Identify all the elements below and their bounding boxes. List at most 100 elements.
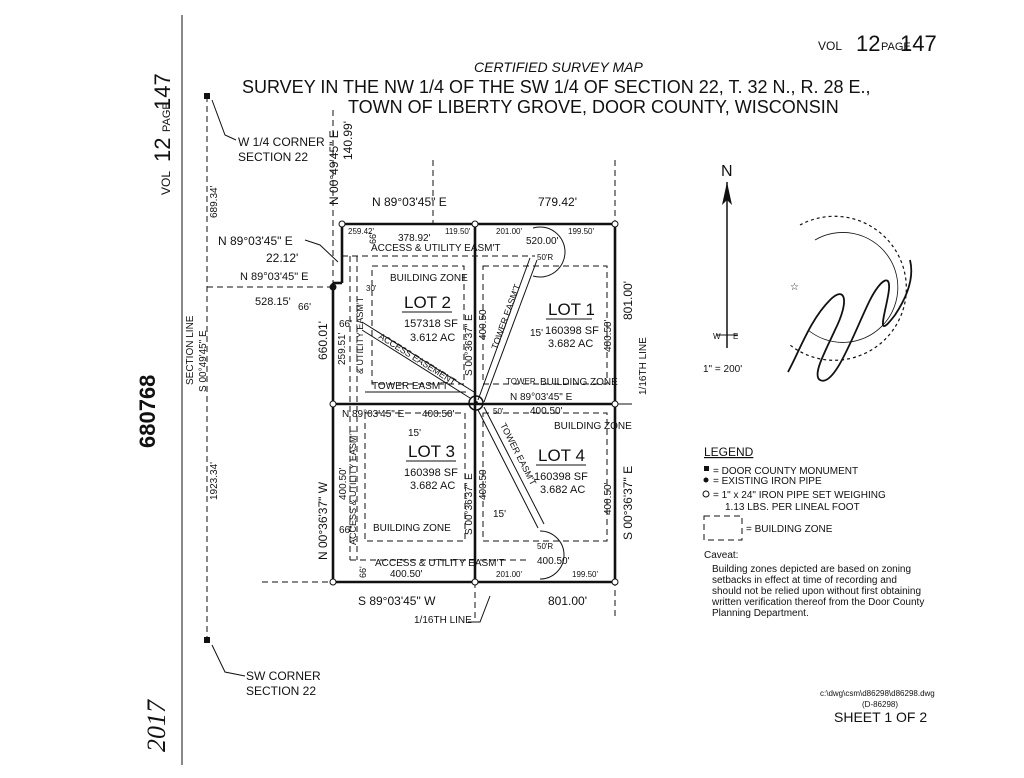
- dim-259-51: 259.51': [337, 332, 348, 365]
- tower-marker-inner: [474, 401, 478, 405]
- dim-50r-bottom: 50'R: [537, 542, 553, 551]
- iron-pipe-w-mid: [329, 400, 337, 408]
- caveat-line-4: written verification thereof from the Do…: [711, 597, 924, 608]
- lot-3-block: LOT 3 160398 SF 3.682 AC: [404, 442, 458, 492]
- building-zone-label-lot3: BUILDING ZONE: [373, 523, 451, 534]
- dim-50r-top: 50'R: [537, 253, 553, 262]
- dim-400-50-bottom-right: 400.50': [537, 556, 570, 567]
- dim-66-south: 66': [358, 566, 368, 578]
- sw-corner-label-1: SW CORNER: [246, 669, 321, 683]
- dim-66-west-b: 66': [339, 525, 352, 536]
- legend-building-zone-symbol: [703, 515, 743, 541]
- section-dist-upper: 689.34': [209, 185, 220, 218]
- section-line-label: SECTION LINE: [185, 315, 196, 385]
- lot-area-sf: 160398 SF: [545, 325, 599, 337]
- label-utility-west: & UTILITY EASM'T: [355, 296, 365, 374]
- mid-ns-bearing-lower: S 00°36'37" E: [464, 473, 475, 535]
- lot-1-block: LOT 1 160398 SF 3.682 AC: [545, 300, 599, 350]
- offset-leader: [304, 239, 339, 263]
- lot-name: LOT 1: [548, 300, 595, 319]
- tower-easement-ne-a: [477, 257, 531, 401]
- scale-label: 1" = 200': [703, 364, 742, 375]
- margin-page-number: 147: [150, 73, 175, 110]
- lot-name: LOT 3: [408, 442, 455, 461]
- sheet-number: SHEET 1 OF 2: [834, 709, 927, 725]
- dim-15-lot3: 15': [408, 428, 421, 439]
- access-easement-diag-a: [361, 329, 471, 399]
- legend-new-pipe-symbol: [702, 490, 710, 498]
- dim-15-lot4: 15': [493, 509, 506, 520]
- lot-area-ac: 3.612 AC: [410, 332, 455, 344]
- dim-66-north: 66': [368, 232, 378, 244]
- caveat-line-1: Building zones depicted are based on zon…: [712, 564, 911, 575]
- header-page-label: PAGE: [881, 41, 911, 53]
- legend-monument-symbol: [704, 466, 709, 471]
- header-vol-number: 12: [856, 31, 880, 56]
- offset-bearing: N 89°03'45" E: [218, 234, 293, 248]
- iron-pipe-w: [329, 283, 337, 291]
- tie-bearing: N 00°49'45" E: [327, 130, 341, 205]
- tower-easement-se-b: [483, 406, 545, 525]
- surveyor-seal: ☆: [789, 215, 907, 361]
- file-code: (D-86298): [862, 700, 898, 709]
- section-line-bearing: S 00°49'45" E: [198, 330, 209, 392]
- building-zone-lot2: [371, 265, 465, 385]
- offset-distance: 22.12': [266, 251, 298, 265]
- section-dist-lower: 1923.34': [209, 462, 220, 500]
- dim-400-50-mid-lower: 400.50: [478, 469, 489, 500]
- building-zone-lot4: [482, 412, 608, 542]
- w-quarter-leader: [211, 99, 237, 141]
- east-sixteenth-label: 1/16TH LINE: [638, 337, 649, 395]
- header-vol-label: VOL: [818, 39, 842, 53]
- w-quarter-monument: [204, 93, 210, 99]
- lot-area-ac: 3.682 AC: [410, 480, 455, 492]
- row-distance: 528.15': [255, 296, 291, 308]
- lot-name: LOT 4: [538, 446, 585, 465]
- south-bearing: S 89°03'45" W: [358, 594, 436, 608]
- dim-30-lot2: 30': [366, 284, 377, 293]
- row-bearing: N 89°03'45" E: [240, 271, 309, 283]
- caveat-line-2: setbacks in effect at time of recording …: [712, 575, 897, 586]
- dim-520-00-top: 520.00': [526, 236, 559, 247]
- dim-66-west-a: 66': [339, 319, 352, 330]
- caveat-line-3: should not be relied upon without first …: [712, 586, 921, 597]
- legend-title: LEGEND: [704, 445, 754, 459]
- label-access-utility-top: ACCESS & UTILITY EASM'T: [371, 243, 501, 254]
- sw-corner-monument: [204, 637, 210, 643]
- iron-pipe-s-mid: [471, 578, 479, 586]
- legend-item-existing-pipe: = EXISTING IRON PIPE: [713, 476, 822, 487]
- iron-pipe-e-mid: [611, 400, 619, 408]
- label-tower: TOWER: [506, 377, 536, 386]
- dim-199-50-top: 199.50': [568, 227, 594, 236]
- label-tower-easmt-ne: TOWER EASM'T: [489, 282, 522, 350]
- label-tower-easmt-west: TOWER EASM'T: [372, 381, 448, 392]
- east-bearing: S 00°36'37" E: [621, 466, 635, 540]
- dim-400-50-west-lower: 400.50': [338, 467, 349, 500]
- lot-name: LOT 2: [404, 293, 451, 312]
- building-zone-label-lot2: BUILDING ZONE: [390, 273, 468, 284]
- sw-corner-leader: [211, 644, 246, 677]
- mid-ew-bearing: N 89°03'45" E: [510, 392, 573, 403]
- access-easement-diag-b: [361, 321, 475, 393]
- doc-number: 680768: [135, 375, 160, 448]
- building-zone-lot1: [482, 265, 608, 385]
- south-sixteenth-label: 1/16TH LINE: [414, 615, 472, 626]
- label-tower-easmt-se: TOWER EASM'T: [498, 421, 538, 487]
- sw-corner-label-2: SECTION 22: [246, 684, 316, 698]
- title-line2: TOWN OF LIBERTY GROVE, DOOR COUNTY, WISC…: [348, 97, 839, 117]
- iron-pipe-se: [611, 578, 619, 586]
- iron-pipe-n-mid: [471, 220, 479, 228]
- building-zone-lot3: [364, 412, 466, 542]
- dim-50-tower: 50': [493, 407, 504, 416]
- north-arrow-w: W: [713, 332, 721, 341]
- iron-pipe-ne: [611, 220, 619, 228]
- margin-page-label: PAGE: [161, 102, 173, 132]
- w-quarter-label-2: SECTION 22: [238, 150, 308, 164]
- north-arrow-e: E: [733, 332, 738, 341]
- north-bearing: N 89°03'45" E: [372, 195, 447, 209]
- south-distance: 801.00': [548, 594, 587, 608]
- lot-area-sf: 157318 SF: [404, 318, 458, 330]
- legend-item-building-zone: = BUILDING ZONE: [746, 524, 833, 535]
- dim-259-42: 259.42': [348, 227, 374, 236]
